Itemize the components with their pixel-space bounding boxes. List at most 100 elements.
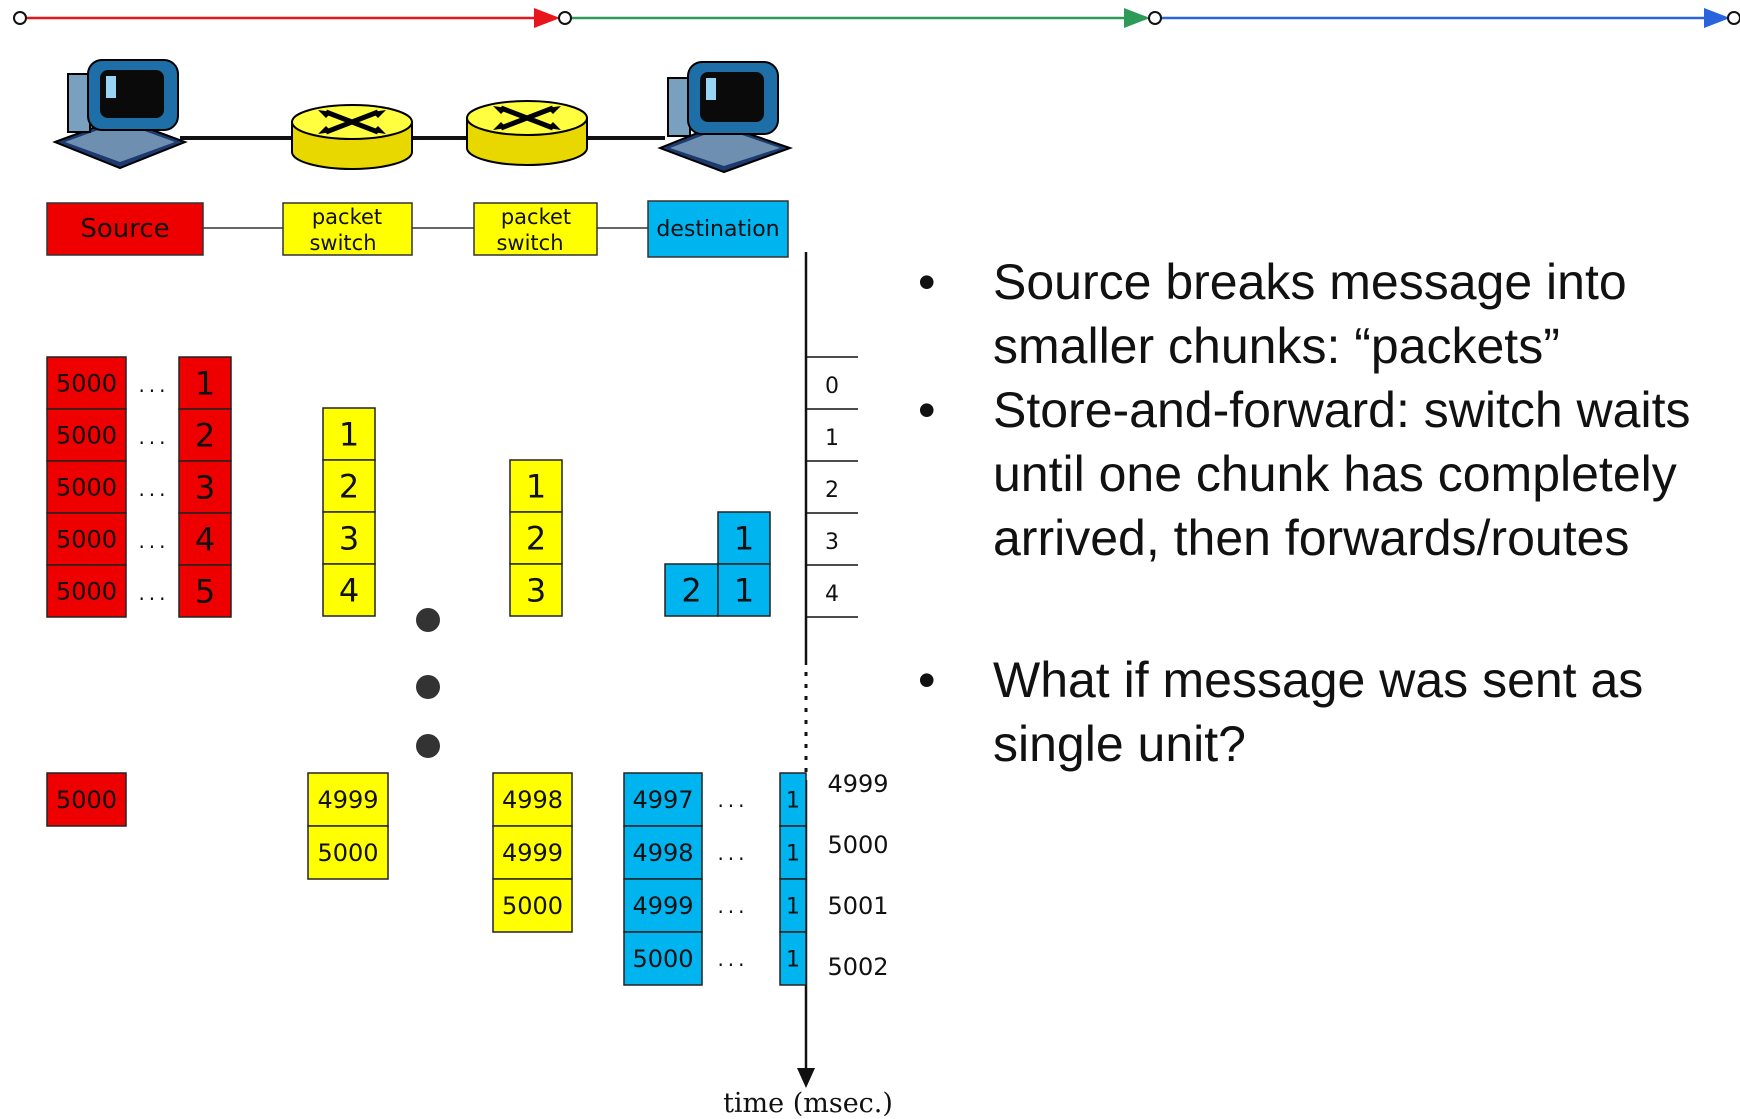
bullet-3: • What if message was sent as single unit…	[918, 648, 1718, 776]
switch-2-late-packet-box	[492, 825, 573, 880]
switch-1-late-packet-label: 4999	[317, 786, 378, 814]
switch-1-packet-label: 2	[339, 468, 359, 506]
bullet-1: • Source breaks message into smaller chun…	[918, 250, 1718, 378]
progress-dot	[416, 675, 440, 699]
progress-dot	[416, 734, 440, 758]
packet-switch-2-icon	[466, 100, 588, 166]
source-packet-count-label: 5000	[56, 370, 117, 398]
ellipsis: ...	[717, 841, 748, 865]
ellipsis: ...	[138, 529, 169, 553]
switch-1-late-packet-label: 5000	[317, 839, 378, 867]
time-tick-label: 4999	[827, 770, 888, 798]
source-packet-count-label: 5000	[56, 526, 117, 554]
time-tick-label: 5002	[827, 953, 888, 981]
destination-label: destination	[656, 217, 779, 242]
switch-2-late-packet-box	[492, 878, 573, 933]
switch-1-late-packet-box	[307, 772, 389, 827]
switch-2-packet-box	[509, 511, 563, 565]
top-progress-line	[13, 8, 1740, 28]
destination-computer-icon	[657, 61, 794, 174]
source-packet-index-box	[178, 460, 232, 514]
switch-2-packet-label: 1	[526, 468, 546, 506]
dest-late-packet-count-box	[623, 825, 703, 880]
progress-dot	[416, 608, 440, 632]
time-axis-label: time (msec.)	[723, 1088, 893, 1119]
dest-packet-box	[717, 563, 771, 617]
source-packet-count-label: 5000	[56, 578, 117, 606]
switch-2-late-packet-label: 5000	[502, 892, 563, 920]
switch-2-packet-label: 2	[526, 520, 546, 558]
switch-1-late-packet-box	[307, 825, 389, 880]
dest-late-packet-count-box	[623, 772, 703, 827]
switch-1-packet-box	[322, 407, 376, 461]
dest-late-packet-count-label: 5000	[632, 945, 693, 973]
switch-2-late-packet-label: 4999	[502, 839, 563, 867]
ellipsis: ...	[138, 581, 169, 605]
dest-late-packet-index-label: 1	[786, 894, 800, 919]
dest-late-packet-index-box	[779, 931, 807, 986]
source-packet-index-label: 4	[195, 521, 215, 559]
source-packet-index-label: 3	[195, 469, 215, 507]
ellipsis: ...	[138, 373, 169, 397]
dest-late-packet-count-label: 4998	[632, 839, 693, 867]
source-packet-index-box	[178, 356, 232, 410]
switch-1-label-box	[282, 202, 413, 256]
dest-late-packet-index-box	[779, 878, 807, 933]
bullet-marker: •	[918, 254, 936, 310]
dest-late-packet-count-box	[623, 931, 703, 986]
source-packet-index-label: 1	[195, 365, 215, 403]
switch-2-packet-box	[509, 459, 563, 513]
source-packet-count-box	[46, 564, 127, 618]
source-packet-count-label: 5000	[56, 422, 117, 450]
source-packet-index-box	[178, 564, 232, 618]
ellipsis: ...	[717, 894, 748, 918]
source-late-packet-label: 5000	[56, 786, 117, 814]
dest-packet-label: 1	[734, 520, 754, 558]
ellipsis: ...	[717, 788, 748, 812]
switch-1-packet-box	[322, 459, 376, 513]
switch-1-packet-box	[322, 511, 376, 565]
packet-switch-1-icon	[291, 104, 413, 170]
bullet-3-text: What if message was sent as single unit?	[993, 652, 1644, 772]
dest-late-packet-index-label: 1	[786, 788, 800, 813]
dest-packet-box	[664, 563, 719, 617]
switch-2-packet-label: 3	[526, 572, 546, 610]
switch-2-label-box	[473, 202, 598, 256]
time-tick-label: 3	[825, 530, 839, 555]
time-tick-label: 5001	[827, 892, 888, 920]
bullet-list: • Source breaks message into smaller chun…	[918, 250, 1718, 776]
dest-late-packet-count-box	[623, 878, 703, 933]
time-tick-label: 2	[825, 478, 839, 503]
time-tick-label: 1	[825, 426, 839, 451]
dest-packet-box	[717, 511, 771, 565]
switch-2-late-packet-label: 4998	[502, 786, 563, 814]
bullet-1-text: Source breaks message into smaller chunk…	[993, 254, 1627, 374]
source-label: Source	[80, 214, 169, 244]
ellipsis: ...	[138, 477, 169, 501]
source-packet-count-box	[46, 512, 127, 566]
source-computer-icon	[52, 59, 188, 170]
switch-1-packet-label: 3	[339, 520, 359, 558]
time-tick-label: 0	[825, 374, 839, 399]
source-packet-count-box	[46, 460, 127, 514]
bullet-marker: •	[918, 382, 936, 438]
ellipsis: ...	[717, 947, 748, 971]
destination-label-box	[647, 200, 789, 258]
switch-1-packet-label: 4	[339, 572, 359, 610]
time-tick-label: 4	[825, 582, 839, 607]
dest-packet-label: 2	[681, 572, 701, 610]
switch-2-packet-box	[509, 563, 563, 617]
bullet-marker: •	[918, 652, 936, 708]
dest-late-packet-count-label: 4999	[632, 892, 693, 920]
source-packet-count-label: 5000	[56, 474, 117, 502]
source-late-packet-box	[46, 772, 127, 827]
dest-late-packet-index-label: 1	[786, 841, 800, 866]
source-packet-count-box	[46, 356, 127, 410]
switch-1-packet-label: 1	[339, 416, 359, 454]
source-packet-index-box	[178, 512, 232, 566]
dest-late-packet-index-label: 1	[786, 947, 800, 972]
switch-1-packet-box	[322, 563, 376, 617]
ellipsis: ...	[138, 425, 169, 449]
